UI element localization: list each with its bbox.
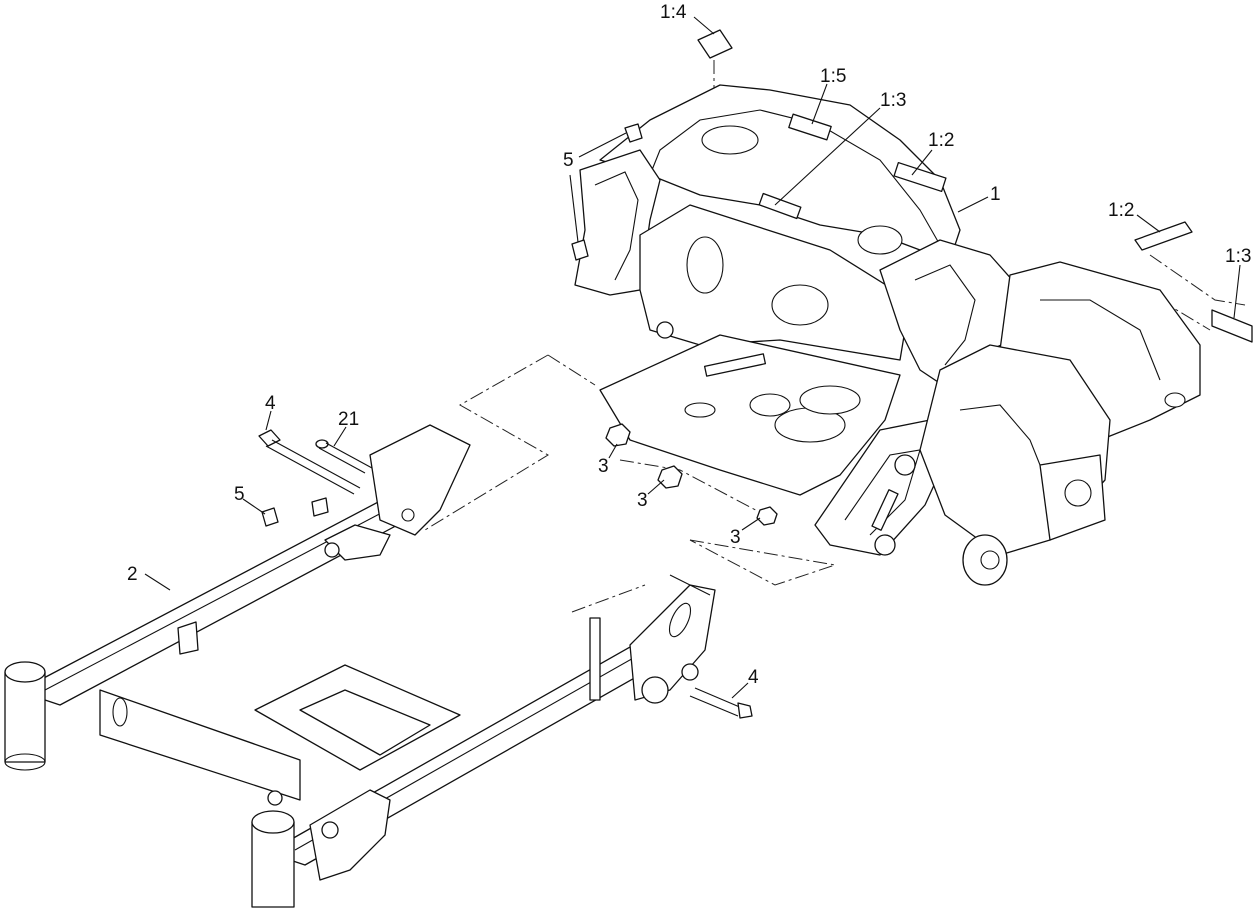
- caster-tube-right: [251, 821, 295, 908]
- mount-plate-bushing: [641, 676, 669, 704]
- pivot-plate-hole: [401, 508, 415, 522]
- front-bracket-bushing: [321, 821, 339, 839]
- cross-support-slot: [112, 697, 128, 727]
- rear-hood-opening: [701, 125, 759, 155]
- callout-4-right: 4: [748, 667, 759, 688]
- decal-1-3-right: [1211, 309, 1253, 343]
- caster-tube-right-top: [251, 810, 295, 834]
- decal-1-5: [788, 113, 832, 141]
- callout-3-a: 3: [598, 456, 609, 477]
- frame-tab-left: [177, 621, 199, 655]
- upright-round-opening: [771, 284, 829, 326]
- mount-plate-slot: [668, 602, 692, 638]
- decal-1-2-top: [893, 161, 947, 193]
- floor-slot: [703, 353, 767, 377]
- axle-hub-bore: [980, 550, 1000, 570]
- frame-tab-top: [311, 497, 329, 517]
- clip-5-left: [261, 507, 279, 527]
- mount-plate-nut: [681, 663, 699, 681]
- frame-upright-pin: [589, 617, 601, 701]
- rear-hood-port: [857, 225, 903, 255]
- cross-support-nut: [267, 790, 283, 806]
- callout-1-4: 1:4: [660, 2, 687, 23]
- callout-2: 2: [127, 564, 138, 585]
- bracket-slot: [871, 489, 899, 531]
- callout-4-left: 4: [265, 393, 276, 414]
- callout-1-2-top: 1:2: [928, 130, 954, 151]
- frame-left-rail: [39, 479, 436, 706]
- frame-right-mount-plate: [629, 584, 716, 701]
- callout-5-left: 5: [234, 484, 245, 505]
- callout-21: 21: [338, 409, 359, 430]
- frame-latch-bracket: [324, 524, 391, 561]
- main-chassis: [574, 84, 1201, 586]
- nut-3-b: [657, 465, 683, 489]
- bracket-bushing-bottom: [874, 534, 896, 556]
- bolt-4-left: [258, 429, 361, 495]
- frame-front-bracket: [309, 789, 391, 881]
- decal-1-2-right: [1134, 221, 1193, 251]
- caster-tube-left-top: [4, 661, 46, 683]
- chassis-floor-plate: [599, 334, 901, 496]
- floor-opening-right: [799, 385, 861, 415]
- pin-21: [315, 439, 373, 474]
- frame-tray-well: [299, 689, 431, 756]
- axle-bore: [1064, 479, 1092, 507]
- callout-3-b: 3: [637, 490, 648, 511]
- callout-1-2-right: 1:2: [1108, 200, 1134, 221]
- callout-labels: 1:4 1:5 1:3 1:2 1 5 1:2 1:3 4 21 5 3 3 3…: [127, 2, 1251, 688]
- nut-3-c: [756, 506, 778, 526]
- hardware: [258, 29, 1253, 719]
- decal-1-3-top: [758, 192, 802, 220]
- nut-3-a: [605, 423, 631, 447]
- floor-opening-left: [749, 393, 791, 417]
- leader-lines: [144, 16, 1241, 699]
- floor-opening-small: [684, 402, 716, 418]
- callout-1-3-top: 1:3: [880, 90, 906, 111]
- callout-1-5: 1:5: [820, 66, 846, 87]
- upright-slot: [686, 236, 724, 294]
- callout-1: 1: [990, 184, 1001, 205]
- front-frame: [4, 424, 716, 908]
- callout-5-top: 5: [563, 150, 574, 171]
- frame-rear-pivot-plate: [369, 424, 471, 536]
- upright-nut: [656, 321, 674, 339]
- clip-5-top: [624, 123, 643, 143]
- callout-3-c: 3: [730, 527, 741, 548]
- frame-cross-support: [99, 689, 301, 801]
- latch-bracket-nut: [324, 542, 340, 558]
- bolt-4-right: [689, 687, 753, 719]
- bracket-bushing-top: [894, 454, 916, 476]
- clip-5-mid: [571, 239, 589, 261]
- caster-tube-left: [4, 671, 46, 763]
- callout-1-3-right: 1:3: [1225, 246, 1251, 267]
- rear-extension-hole: [1164, 392, 1186, 408]
- decal-1-4: [697, 29, 733, 59]
